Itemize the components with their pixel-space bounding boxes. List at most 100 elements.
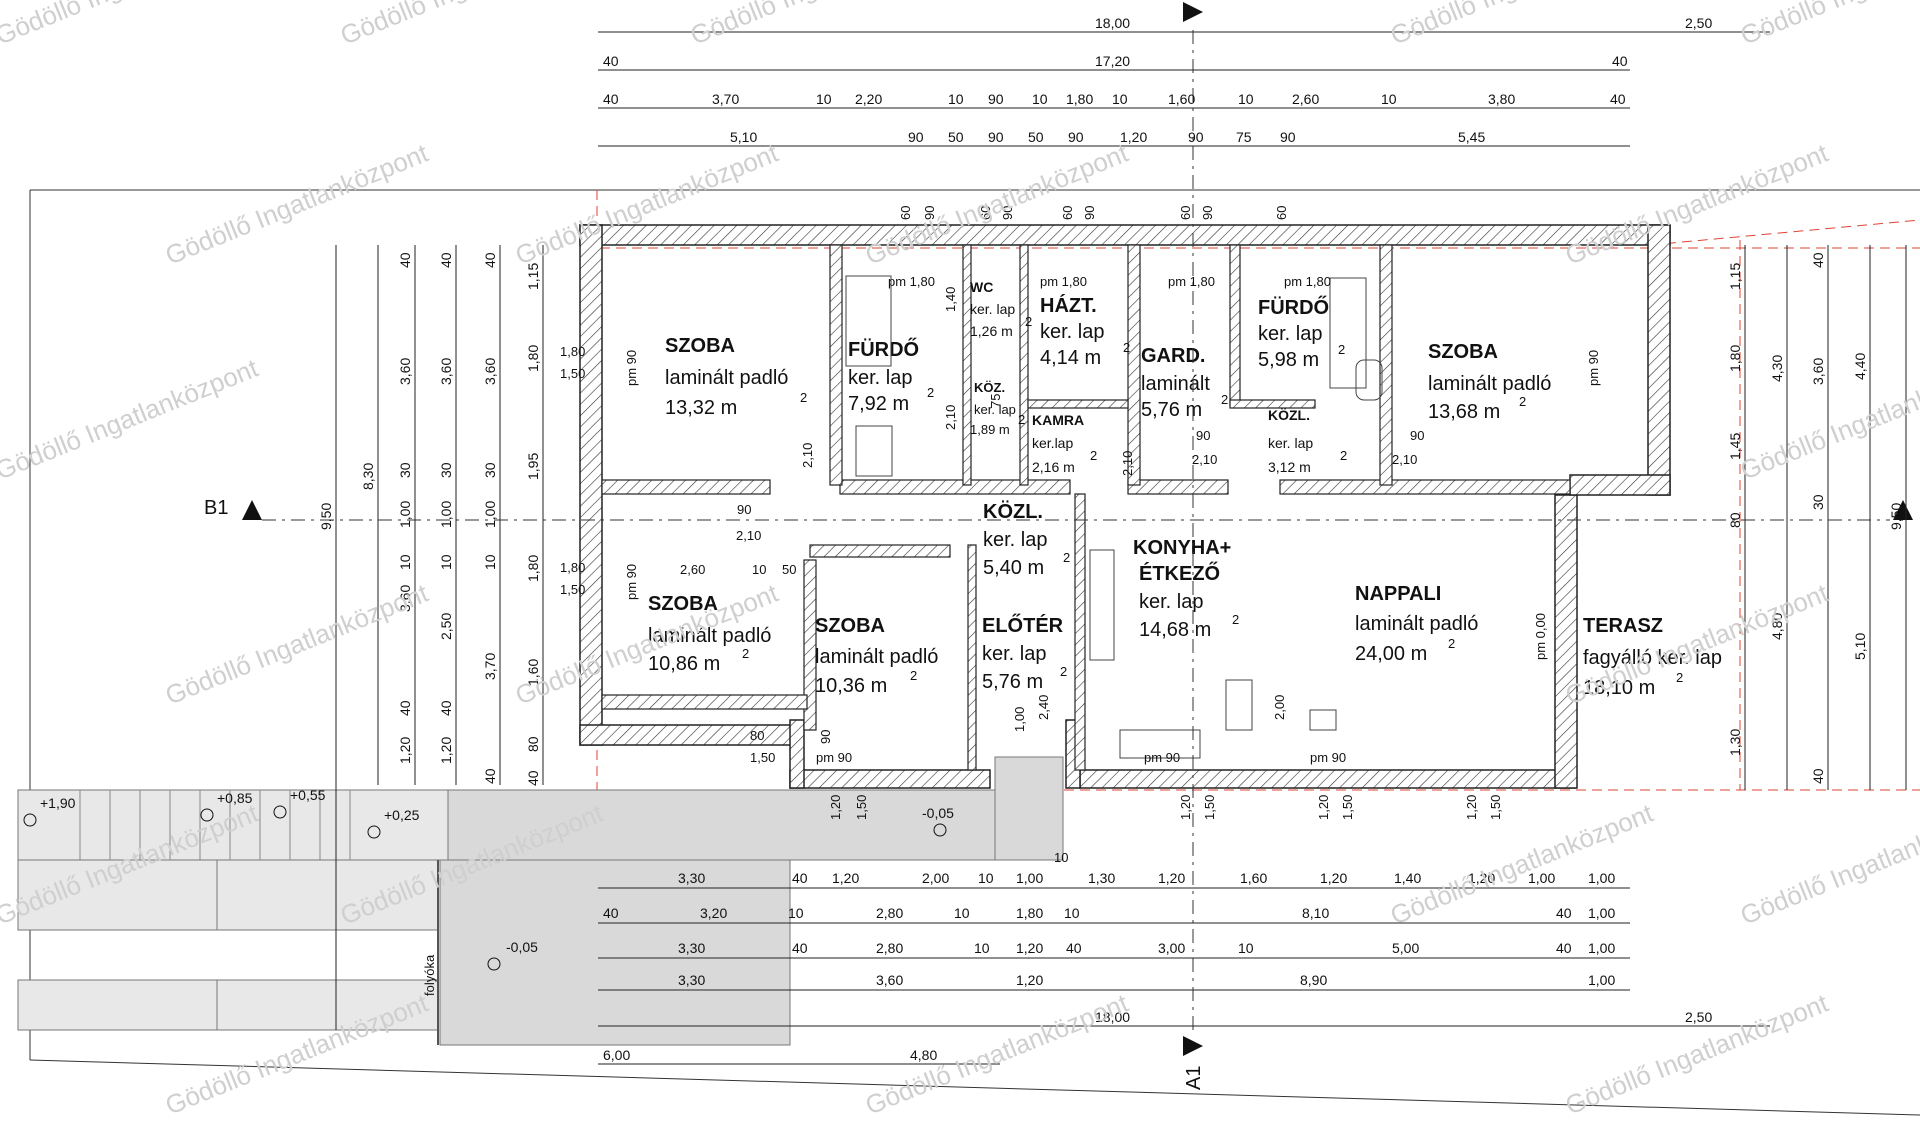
- level-marker: +1,90: [23, 795, 76, 827]
- svg-text:2: 2: [800, 390, 807, 405]
- room-furdo-1: FÜRDŐ ker. lap 7,92 m: [848, 338, 919, 415]
- room-wc: WC ker. lap 1,26 m: [970, 279, 1015, 339]
- svg-text:1,50: 1,50: [1202, 795, 1217, 820]
- svg-text:3,60: 3,60: [397, 585, 413, 612]
- svg-text:10: 10: [978, 870, 994, 886]
- svg-text:pm 90: pm 90: [624, 350, 639, 386]
- svg-text:10: 10: [1381, 91, 1397, 107]
- svg-text:30: 30: [1810, 494, 1826, 510]
- svg-text:1,00: 1,00: [1588, 870, 1615, 886]
- svg-text:ker. lap: ker. lap: [970, 301, 1015, 317]
- svg-text:pm 90: pm 90: [1586, 350, 1601, 386]
- svg-text:WC: WC: [970, 279, 993, 295]
- svg-text:pm 1,80: pm 1,80: [888, 274, 935, 289]
- svg-text:ker. lap: ker. lap: [974, 402, 1016, 417]
- svg-text:40: 40: [1556, 940, 1572, 956]
- level-marker: +0,85: [200, 790, 253, 822]
- svg-text:1,20: 1,20: [1178, 795, 1193, 820]
- svg-text:Gödöllő Ingatlanközpont: Gödöllő Ingatlanközpont: [861, 137, 1133, 270]
- dims-top-row2: 40 17,20 40: [603, 53, 1628, 69]
- svg-text:1,00: 1,00: [1528, 870, 1555, 886]
- svg-text:Gödöllő Ingatlanközpont: Gödöllő Ingatlanközpont: [161, 137, 433, 270]
- svg-text:18,00: 18,00: [1095, 1009, 1130, 1025]
- area-superscripts: 2 2 2 2 2 2 2 2 2 2 2 2 2 2 2 2 2: [742, 314, 1683, 685]
- svg-text:80: 80: [1727, 512, 1743, 528]
- room-gard: GARD. laminált 5,76 m: [1141, 345, 1210, 421]
- room-eloter: ELŐTÉR ker. lap 5,76 m: [982, 614, 1064, 693]
- svg-text:NAPPALI: NAPPALI: [1355, 583, 1441, 605]
- svg-text:2,40: 2,40: [1036, 695, 1051, 720]
- svg-text:SZOBA: SZOBA: [815, 615, 885, 637]
- svg-text:30: 30: [482, 462, 498, 478]
- svg-text:60: 60: [1274, 206, 1289, 220]
- svg-text:10: 10: [1112, 91, 1128, 107]
- svg-text:2: 2: [1448, 636, 1455, 651]
- svg-text:KÖZ.: KÖZ.: [974, 380, 1005, 395]
- svg-text:10: 10: [1064, 905, 1080, 921]
- svg-text:10: 10: [1238, 940, 1254, 956]
- svg-text:14,68 m: 14,68 m: [1139, 619, 1211, 641]
- svg-text:10: 10: [752, 562, 766, 577]
- svg-text:40: 40: [792, 940, 808, 956]
- room-kozl-2: KÖZL. ker. lap 3,12 m: [1268, 407, 1313, 475]
- svg-text:HÁZT.: HÁZT.: [1040, 294, 1097, 317]
- dims-top-row1: 18,00 2,50: [1095, 15, 1712, 31]
- section-marks: B1 A1: [204, 2, 1913, 1090]
- svg-text:1,20: 1,20: [832, 870, 859, 886]
- svg-text:SZOBA: SZOBA: [648, 593, 718, 615]
- svg-text:3,20: 3,20: [700, 905, 727, 921]
- svg-text:3,70: 3,70: [482, 653, 498, 680]
- svg-text:2: 2: [742, 646, 749, 661]
- svg-text:2: 2: [927, 385, 934, 400]
- svg-text:1,50: 1,50: [560, 582, 585, 597]
- svg-text:1,20: 1,20: [1464, 795, 1479, 820]
- level-marker: +0,25: [367, 807, 420, 839]
- svg-text:1,20: 1,20: [1016, 940, 1043, 956]
- svg-text:8,90: 8,90: [1300, 972, 1327, 988]
- section-arrow-right: [1893, 500, 1913, 520]
- svg-text:1,20: 1,20: [1320, 870, 1347, 886]
- svg-text:pm 90: pm 90: [624, 564, 639, 600]
- svg-text:ELŐTÉR: ELŐTÉR: [982, 614, 1064, 637]
- svg-text:2: 2: [1232, 612, 1239, 627]
- svg-text:3,60: 3,60: [482, 358, 498, 385]
- svg-text:pm 90: pm 90: [1144, 750, 1180, 765]
- svg-text:Gödöllő Ingatlanközpont: Gödöllő Ingatlanközpont: [1736, 0, 1920, 51]
- svg-text:2,10: 2,10: [1392, 452, 1417, 467]
- svg-text:1,00: 1,00: [397, 501, 413, 528]
- section-arrow-top: [1183, 2, 1203, 22]
- room-haztart: HÁZT. ker. lap 4,14 m: [1040, 294, 1104, 369]
- svg-text:1,20: 1,20: [397, 737, 413, 764]
- svg-text:40: 40: [482, 252, 498, 268]
- svg-text:ker.lap: ker.lap: [1032, 435, 1073, 451]
- svg-text:1,00: 1,00: [1016, 870, 1043, 886]
- svg-text:90: 90: [988, 91, 1004, 107]
- svg-text:2,00: 2,00: [1272, 695, 1287, 720]
- svg-text:60: 60: [1178, 206, 1193, 220]
- section-a1: A1: [1183, 1066, 1205, 1090]
- svg-text:1,50: 1,50: [854, 795, 869, 820]
- svg-text:2,60: 2,60: [680, 562, 705, 577]
- svg-text:laminált padló: laminált padló: [665, 367, 788, 389]
- small-dims: pm 1,80 pm 1,80 pm 1,80 pm 1,80 pm 90 pm…: [560, 206, 1601, 865]
- svg-text:Gödöllő Ingatlanközpont: Gödöllő Ingatlanközpont: [1386, 797, 1658, 930]
- dims-top-row3: 40 3,70 10 2,20 10 90 10 1,80 10 1,60 10…: [603, 91, 1626, 107]
- svg-text:Gödöllő Ingatlanközpont: Gödöllő Ingatlanközpont: [861, 987, 1133, 1120]
- svg-text:Gödöllő Ingatlanközpont: Gödöllő Ingatlanközpont: [336, 0, 608, 51]
- svg-text:60: 60: [898, 206, 913, 220]
- svg-text:3,30: 3,30: [678, 972, 705, 988]
- svg-text:SZOBA: SZOBA: [1428, 341, 1498, 363]
- svg-text:2,10: 2,10: [736, 528, 761, 543]
- svg-text:1,80: 1,80: [1016, 905, 1043, 921]
- svg-text:1,20: 1,20: [828, 795, 843, 820]
- svg-text:40: 40: [525, 770, 541, 786]
- svg-text:10: 10: [438, 554, 454, 570]
- svg-text:7,92 m: 7,92 m: [848, 393, 909, 415]
- svg-text:90: 90: [1280, 129, 1296, 145]
- svg-text:1,80: 1,80: [560, 344, 585, 359]
- svg-text:10: 10: [1238, 91, 1254, 107]
- svg-text:50: 50: [782, 562, 796, 577]
- svg-text:1,80: 1,80: [525, 555, 541, 582]
- svg-text:17,20: 17,20: [1095, 53, 1130, 69]
- svg-text:40: 40: [1612, 53, 1628, 69]
